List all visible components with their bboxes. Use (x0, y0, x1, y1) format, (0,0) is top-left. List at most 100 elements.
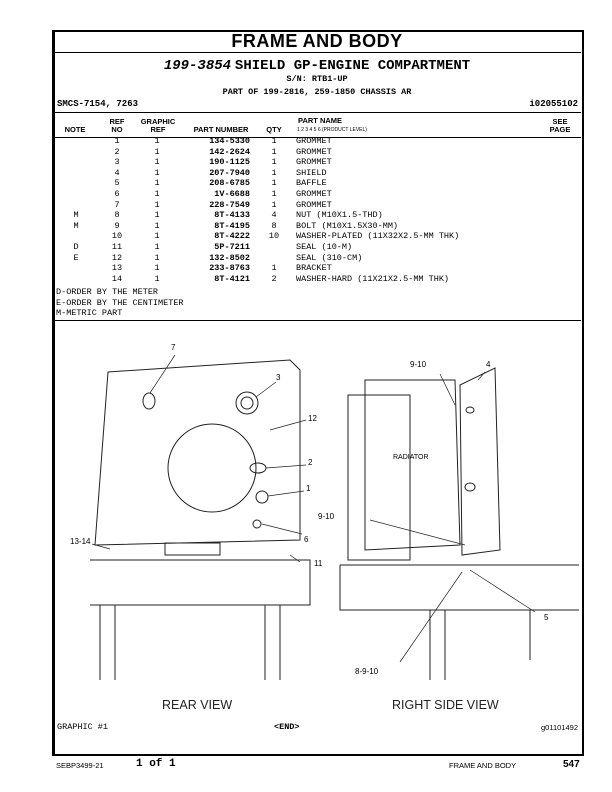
qty-cell: 1 (271, 167, 277, 178)
callout-9-10-mid: 9-10 (318, 512, 335, 521)
part-name-cell: BAFFLE (296, 178, 327, 189)
footer-section: FRAME AND BODY (449, 761, 517, 770)
callout-6: 6 (304, 535, 309, 544)
ref-no-cell: 5 (114, 178, 120, 189)
ref-no-cell: 10 (111, 231, 123, 242)
part-number-cell: 1V-6688 (214, 189, 250, 199)
graphic-id: g01101492 (541, 723, 578, 732)
part-name-cell: WASHER-HARD (11X21X2.5-MM THK) (296, 273, 450, 284)
note-e: E-ORDER BY THE CENTIMETER (56, 298, 184, 308)
callout-3: 3 (276, 373, 281, 382)
part-number-cell: 8T-4121 (214, 273, 250, 284)
col-part-number: PART NUMBER (193, 125, 249, 134)
qty-cell: 1 (271, 189, 277, 199)
callout-7: 7 (171, 343, 176, 352)
graphic-label: GRAPHIC #1 (57, 722, 109, 732)
graphic-ref-cell: 1 (154, 231, 160, 242)
note-cell: E (73, 252, 79, 263)
radiator-body (347, 394, 411, 561)
part-name-cell: SHIELD (296, 167, 327, 178)
group-title: 199-3854 SHIELD GP-ENGINE COMPARTMENT (52, 56, 582, 74)
col-product-level: 1 2 3 4 5 6 (PRODUCT LEVEL) (297, 127, 367, 133)
qty-cell: 1 (271, 178, 277, 189)
table-row: M 8 1 8T-4133 4 NUT (M10X1.5-THD) (54, 210, 578, 221)
note-cell: M (73, 210, 79, 221)
part-number-cell: 228-7549 (209, 199, 250, 210)
part-of: PART OF 199-2816, 259-1850 CHASSIS AR (222, 87, 412, 97)
col-graphic-ref-line1: GRAPHIC (140, 117, 176, 126)
exploded-view-illustration (90, 354, 579, 680)
qty-cell: 4 (271, 210, 277, 221)
ref-no-cell: 9 (114, 220, 120, 231)
part-number-cell: 8T-4133 (214, 210, 250, 221)
part-number-cell: 142-2624 (209, 146, 250, 157)
shield-rear-panel (94, 359, 301, 546)
end-marker: <END> (274, 722, 300, 732)
part-number-cell: 134-5330 (209, 136, 250, 146)
group-name: SHIELD GP-ENGINE COMPARTMENT (234, 58, 471, 74)
serial-range: S/N: RTB1-UP (286, 74, 348, 84)
note-m: M-METRIC PART (56, 308, 123, 318)
frame-rear (90, 559, 311, 606)
callout-8-9-10: 8-9-10 (355, 667, 379, 676)
graphic-ref-cell: 1 (154, 146, 160, 157)
ref-no-cell: 8 (114, 210, 120, 221)
grommet-3 (235, 391, 259, 415)
col-ref-no-line2: NO (111, 125, 123, 134)
graphic-ref-cell: 1 (154, 273, 160, 284)
qty-cell: 1 (271, 157, 277, 168)
graphic-ref-cell: 1 (154, 252, 160, 263)
ref-no-cell: 4 (114, 167, 120, 178)
qty-cell: 8 (271, 220, 277, 231)
graphic-ref-cell: 1 (154, 210, 160, 221)
part-number-cell: 8T-4195 (214, 220, 250, 231)
grommet-2 (249, 462, 267, 474)
info-id: i02055102 (529, 99, 578, 109)
note-d: D-ORDER BY THE METER (56, 287, 159, 297)
note-cell: D (73, 242, 79, 252)
callout-13-14: 13-14 (70, 537, 91, 546)
callout-11: 11 (314, 559, 323, 568)
ref-no-cell: 3 (114, 157, 120, 168)
shield-cutout (167, 423, 257, 513)
part-name-cell: WASHER-PLATED (11X32X2.5-MM THK) (296, 231, 460, 242)
callout-1: 1 (306, 484, 311, 493)
divider (53, 320, 581, 321)
callout-2: 2 (308, 458, 313, 467)
page-frame (52, 30, 584, 756)
doc-id: SEBP3499-21 (56, 761, 104, 770)
col-see-page-line2: PAGE (549, 125, 571, 134)
col-note: NOTE (64, 125, 86, 134)
rear-view-caption: REAR VIEW (162, 698, 233, 712)
right-side-view-caption: RIGHT SIDE VIEW (392, 698, 499, 712)
grommet-1 (255, 490, 269, 504)
part-name-cell: GROMMET (296, 199, 332, 210)
ref-no-cell: 11 (111, 242, 123, 252)
qty-cell: 1 (271, 146, 277, 157)
col-qty: QTY (266, 125, 282, 134)
part-name-cell: GROMMET (296, 146, 332, 157)
graphic-ref-cell: 1 (154, 136, 160, 146)
part-number-cell: 208-6785 (209, 178, 250, 189)
part-name-cell: NUT (M10X1.5-THD) (296, 210, 383, 221)
ref-no-cell: 14 (111, 273, 123, 284)
graphic-ref-cell: 1 (154, 263, 160, 274)
grommet-6 (252, 519, 262, 529)
ref-no-cell: 7 (114, 199, 120, 210)
qty-cell: 1 (271, 136, 277, 146)
part-name-cell: SEAL (10-M) (296, 242, 353, 252)
qty-cell: 10 (268, 231, 280, 242)
